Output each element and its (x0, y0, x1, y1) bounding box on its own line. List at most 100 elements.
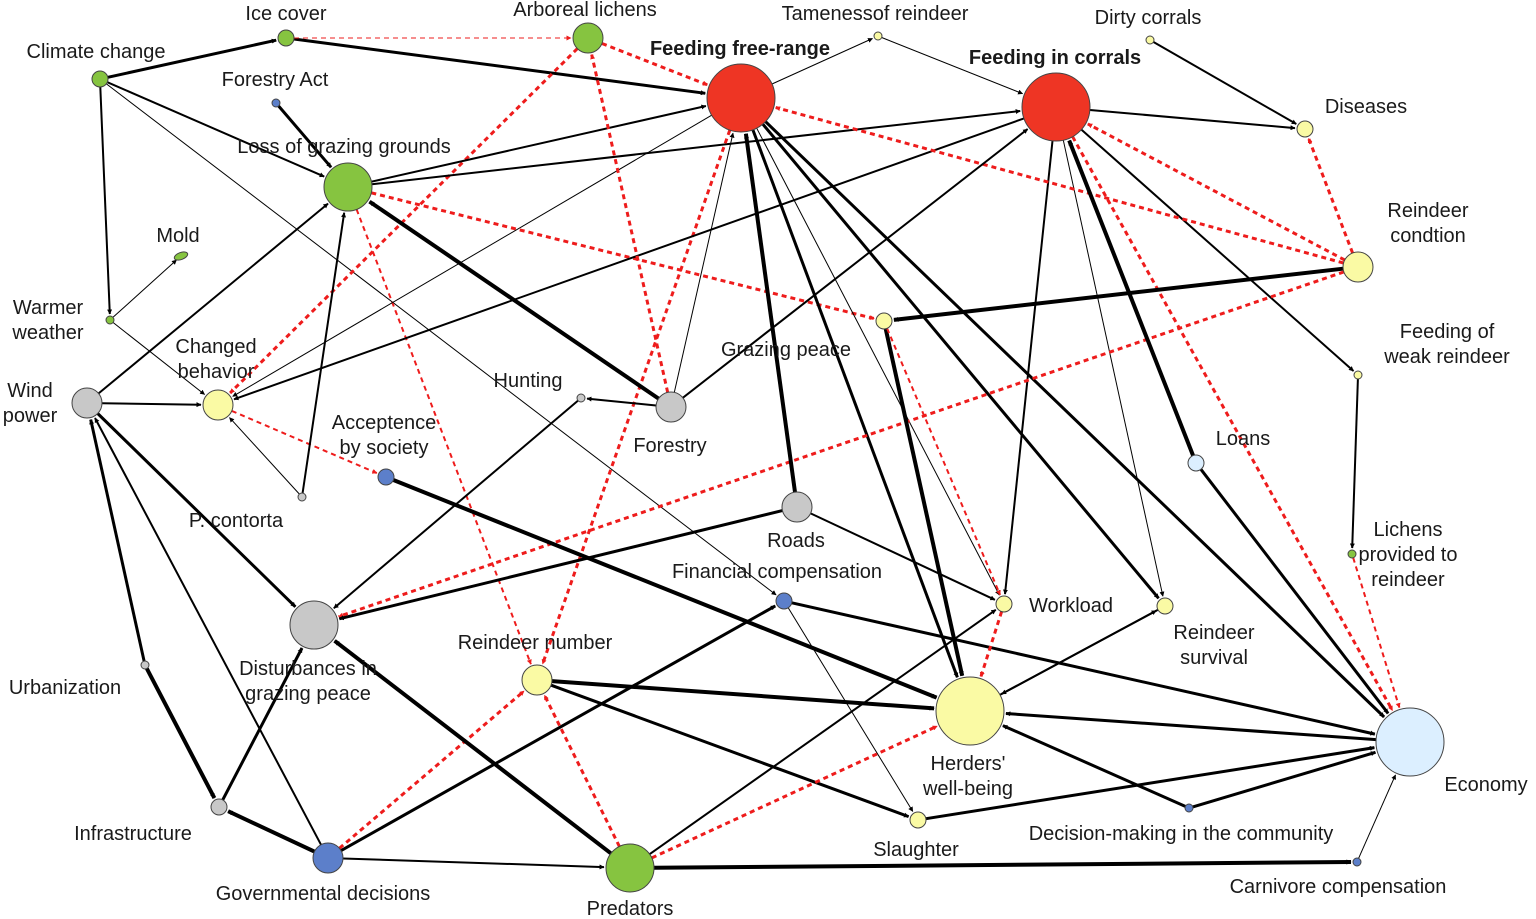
edge-loans-to-economy (1199, 468, 1390, 715)
label-predators: Predators (587, 898, 674, 919)
edge-loss-to-rnumber (355, 209, 532, 665)
label-dirty: Dirty corrals (1095, 7, 1202, 29)
label-contorta: P. contorta (189, 510, 284, 532)
node-economy (1375, 707, 1445, 777)
node-weak (1353, 370, 1363, 380)
edge-condition-to-diseases (1307, 137, 1355, 254)
label-urban: Urbanization (9, 677, 121, 699)
label-line: Carnivore compensation (1230, 876, 1447, 898)
edge-contorta-to-changed (229, 417, 300, 495)
node-contorta (297, 492, 307, 502)
label-climate: Climate change (27, 41, 166, 63)
label-gov: Governmental decisions (216, 883, 431, 905)
label-line: power (3, 405, 58, 427)
label-ffr: Feeding free-range (650, 38, 830, 60)
edge-loss-to-ffr (371, 104, 707, 183)
label-infra: Infrastructure (74, 823, 192, 845)
edge-roads-to-ffr (743, 133, 797, 493)
edge-climate-to-ice (107, 38, 277, 79)
edge-rnumber-to-slaughter (550, 683, 910, 819)
label-line: Lichens (1374, 519, 1443, 541)
edge-forestry-to-loss (368, 199, 660, 401)
label-line: condtion (1390, 225, 1466, 247)
label-line: provided to (1359, 544, 1458, 566)
edge-weak-to-lichens (1349, 378, 1359, 549)
edge-herders-to-survival (999, 609, 1157, 696)
edge-workload-to-herders (979, 611, 1004, 678)
edge-carnivore-to-economy (1358, 774, 1396, 859)
edge-gov-to-infra (227, 809, 316, 854)
label-line: Loss of grazing grounds (237, 136, 450, 158)
edge-loans-to-fic (1067, 139, 1195, 457)
label-line: Urbanization (9, 677, 121, 699)
edge-roads-to-disturb (338, 509, 783, 621)
label-mold: Mold (156, 225, 199, 247)
edge-warmer-to-changed (112, 322, 205, 395)
node-survival (1156, 597, 1174, 615)
label-grazing: Grazing peace (721, 339, 851, 361)
edge-gov-to-predators (342, 857, 605, 870)
edge-gov-to-wind (94, 417, 322, 846)
label-line: Reindeer number (458, 632, 613, 654)
edge-fic-to-weak (1080, 128, 1355, 372)
edge-condition-to-fic (1087, 122, 1346, 262)
label-diseases: Diseases (1325, 96, 1407, 118)
label-line: survival (1180, 647, 1248, 669)
edge-loss-to-fic (371, 109, 1021, 186)
edge-condition-to-disturb (338, 270, 1345, 619)
label-arb: Arboreal lichens (513, 0, 656, 21)
edge-ffr-to-herders (751, 129, 959, 678)
edge-slaughter-to-economy (925, 745, 1375, 821)
edge-infra-to-disturb (221, 647, 304, 801)
node-condition (1342, 251, 1374, 283)
edge-fic-to-changed (233, 117, 1025, 401)
node-lichens (1347, 549, 1357, 559)
edge-lichens-to-economy (1352, 557, 1401, 709)
edge-gov-to-rnumber (338, 689, 526, 850)
label-line: reindeer (1371, 569, 1445, 591)
node-carnivore (1352, 857, 1362, 867)
label-line: Mold (156, 225, 199, 247)
node-arb (572, 22, 604, 54)
label-line: Loans (1216, 428, 1271, 450)
edge-ffr-to-survival (761, 123, 1160, 600)
label-line: Feeding free-range (650, 38, 830, 60)
label-line: Governmental decisions (216, 883, 431, 905)
edge-fic-to-survival (1062, 140, 1165, 597)
label-line: Changed (175, 336, 256, 358)
edge-forestry-to-hunting (586, 396, 657, 407)
label-line: by society (340, 437, 429, 459)
edge-ffr-to-workload (756, 127, 1000, 596)
edge-urban-to-infra (145, 667, 217, 800)
node-forestry (655, 391, 687, 423)
label-line: Hunting (494, 370, 563, 392)
nodes-layer (71, 22, 1445, 893)
label-economy: Economy (1444, 774, 1527, 796)
node-wind (71, 387, 103, 419)
label-line: Tamenessof reindeer (782, 3, 969, 25)
node-diseases (1296, 120, 1314, 138)
edge-arb-to-changed (229, 47, 579, 395)
label-line: Disturbances in (239, 658, 377, 680)
label-line: Diseases (1325, 96, 1407, 118)
edge-grazing-to-workload (886, 328, 1002, 596)
label-acceptance: Acceptence by society (332, 412, 437, 459)
edge-predators-to-workload (649, 608, 997, 856)
node-hunting (576, 393, 586, 403)
label-line: Acceptence (332, 412, 437, 434)
label-roads: Roads (767, 530, 825, 552)
label-fic: Feeding in corrals (969, 47, 1141, 69)
edge-decision-to-herders (1002, 724, 1186, 808)
edge-predators-to-rnumber (543, 694, 621, 848)
node-slaughter (909, 811, 927, 829)
edge-grazing-to-herders (883, 328, 965, 677)
edge-forestry-to-ffr (673, 132, 735, 393)
label-line: Infrastructure (74, 823, 192, 845)
label-lichens: Lichens provided to reindeer (1359, 519, 1458, 591)
label-line: Grazing peace (721, 339, 851, 361)
edge-acceptance-to-herders (392, 478, 938, 700)
